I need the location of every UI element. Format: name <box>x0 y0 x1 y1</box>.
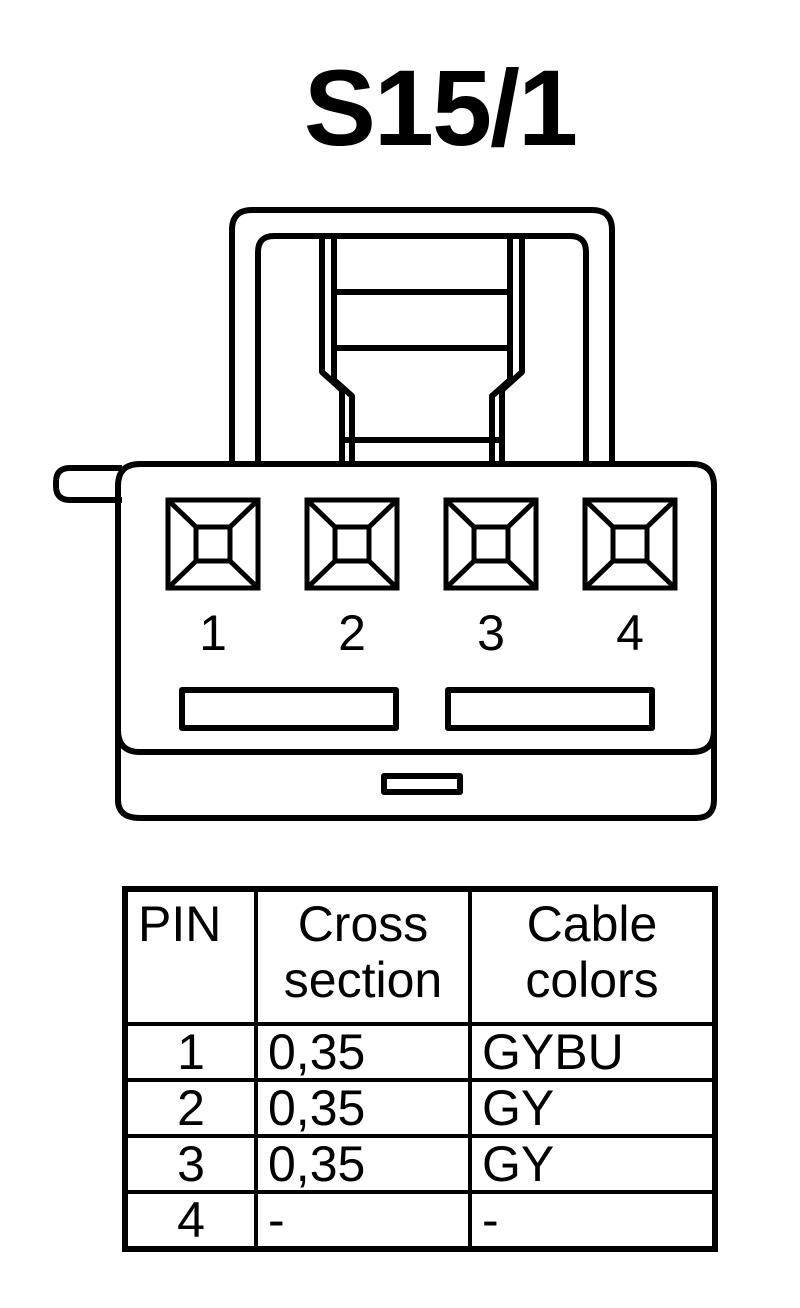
row-cross-section: 0,35 <box>254 1078 472 1138</box>
row-cross-section: 0,35 <box>254 1134 472 1194</box>
pin-cavities <box>165 497 678 591</box>
pin-cavity-1 <box>165 497 261 591</box>
pin-cavity-3 <box>443 497 539 591</box>
header-colors-line2: colors <box>525 952 659 1008</box>
body-ledge <box>115 729 717 755</box>
row-pin: 2 <box>123 1078 258 1138</box>
row-cable-color: GY <box>468 1134 717 1194</box>
pin-label-3: 3 <box>477 605 505 661</box>
table-row: 1 0,35 GYBU <box>123 1022 717 1082</box>
pin-table: PIN Cross section Cable colors 1 0,35 GY… <box>122 886 718 1252</box>
connector-title: S15/1 <box>303 47 578 168</box>
latch-inner-frame <box>255 233 589 462</box>
row-cross-section: 0,35 <box>254 1022 472 1082</box>
row-cable-color: GYBU <box>468 1022 717 1082</box>
row-cable-color: GY <box>468 1078 717 1138</box>
header-pin: PIN <box>123 887 258 1026</box>
row-pin: 4 <box>123 1190 258 1251</box>
pin-cavity-4 <box>582 497 678 591</box>
recess-window-right <box>445 687 655 731</box>
table-row: 4 - - <box>123 1190 717 1251</box>
header-cross-section: Cross section <box>254 887 472 1026</box>
pin-cavity-2 <box>304 497 400 591</box>
header-cross-line1: Cross <box>297 896 429 952</box>
pin-label-4: 4 <box>616 605 644 661</box>
bottom-slot <box>381 773 463 795</box>
connector-body <box>115 461 717 821</box>
row-cable-color: - <box>468 1190 717 1251</box>
row-cross-section: - <box>254 1190 472 1251</box>
table-row: 2 0,35 GY <box>123 1078 717 1138</box>
pin-label-2: 2 <box>338 605 366 661</box>
header-colors-line1: Cable <box>526 896 658 952</box>
pin-label-1: 1 <box>199 605 227 661</box>
connector-drawing: 1 2 3 4 <box>53 207 717 821</box>
pin-table-header: PIN Cross section Cable colors <box>123 887 717 1026</box>
row-pin: 3 <box>123 1134 258 1194</box>
recess-window-left <box>179 687 399 731</box>
header-cable-colors: Cable colors <box>468 887 717 1026</box>
side-tab <box>53 465 122 503</box>
table-row: 3 0,35 GY <box>123 1134 717 1194</box>
header-cross-line2: section <box>283 952 443 1008</box>
latch-outer-frame <box>229 207 615 462</box>
row-pin: 1 <box>123 1022 258 1082</box>
